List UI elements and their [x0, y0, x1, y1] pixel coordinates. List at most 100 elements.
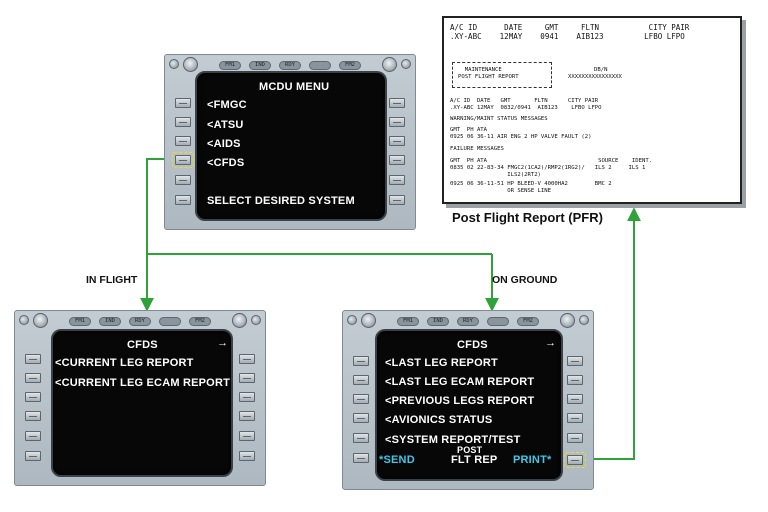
pfr-header-labels: A/C ID DATE GMT FLTN CITY PAIR	[450, 23, 690, 32]
screw-icon	[169, 59, 179, 69]
send-prompt: *SEND	[379, 454, 415, 466]
lsk-right-3[interactable]	[567, 394, 583, 404]
pfr-report-title: POST FLIGHT REPORT	[458, 74, 519, 80]
flt-rep-label: FLT REP	[451, 454, 498, 466]
lsk-right-5[interactable]	[389, 175, 405, 185]
brightness-knob-icon[interactable]	[183, 57, 198, 72]
post-label: POST	[457, 445, 483, 455]
annunciator-ind: IND	[249, 61, 271, 70]
next-page-arrow-icon: →	[545, 337, 557, 349]
lsk-left-1[interactable]	[25, 354, 41, 364]
menu-item-current-leg-ecam-report: <CURRENT LEG ECAM REPORT	[55, 377, 231, 389]
lsk-right-5[interactable]	[239, 431, 255, 441]
menu-item-avionics-status: <AVIONICS STATUS	[385, 414, 493, 426]
lsk-left-6[interactable]	[25, 451, 41, 461]
pfr-dbn-value: XXXXXXXXXXXXXXXX	[568, 74, 622, 80]
annunciator-row: FM1 IND RDY FM2	[15, 317, 265, 326]
menu-item-previous-legs-report: <PREVIOUS LEGS REPORT	[385, 395, 535, 407]
selected-key-highlight	[172, 152, 194, 168]
lsk-left-5[interactable]	[353, 433, 369, 443]
mcdu-menu-unit: FM1 IND RDY FM2 MCDU MENU <FMGC <ATSU <A…	[164, 54, 416, 230]
connector-print-to-pfr	[584, 207, 641, 460]
lsk-right-3[interactable]	[389, 136, 405, 146]
pfr-failure-line-1b: ILS2(2RT2)	[450, 172, 541, 178]
annunciator-ind: IND	[427, 317, 449, 326]
annunciator-blank	[487, 317, 509, 326]
lsk-right-1[interactable]	[239, 354, 255, 364]
pfr-warning-title: WARNING/MAINT STATUS MESSAGES	[450, 116, 548, 122]
lsk-left-1[interactable]	[175, 98, 191, 108]
menu-item-last-leg-ecam-report: <LAST LEG ECAM REPORT	[385, 376, 535, 388]
lsk-right-2[interactable]	[567, 375, 583, 385]
lsk-left-2[interactable]	[175, 117, 191, 127]
pfr-failure-line-2: 0925 06 36-11-51 HP BLEED-V 4000HA2 BMC …	[450, 181, 612, 187]
lsk-right-1[interactable]	[389, 98, 405, 108]
brightness-knob-icon[interactable]	[560, 313, 575, 328]
screw-icon	[347, 315, 357, 325]
brightness-knob-icon[interactable]	[232, 313, 247, 328]
annunciator-fm2: FM2	[189, 317, 211, 326]
lsk-right-4[interactable]	[567, 413, 583, 423]
cfds-in-flight-unit: FM1 IND RDY FM2 CFDS → <CURRENT LEG REPO…	[14, 310, 266, 486]
menu-item-atsu: <ATSU	[207, 119, 244, 131]
annunciator-ind: IND	[99, 317, 121, 326]
screw-icon	[579, 315, 589, 325]
maintenance-title-box	[452, 62, 552, 88]
lsk-left-5[interactable]	[25, 431, 41, 441]
pfr-warning-header: GMT PH ATA	[450, 127, 488, 133]
lsk-left-3[interactable]	[175, 136, 191, 146]
lsk-left-1[interactable]	[353, 356, 369, 366]
selected-key-highlight	[564, 452, 586, 468]
lsk-left-4[interactable]	[25, 411, 41, 421]
pfr-warning-line: 0925 06 36-11 AIR ENG 2 HP VALVE FAULT (…	[450, 134, 592, 140]
brightness-knob-icon[interactable]	[382, 57, 397, 72]
menu-item-last-leg-report: <LAST LEG REPORT	[385, 357, 498, 369]
on-ground-label: ON GROUND	[492, 274, 558, 286]
pfr-sub-labels: A/C ID DATE GMT FLTN CITY PAIR	[450, 98, 599, 104]
select-system-prompt: SELECT DESIRED SYSTEM	[207, 195, 355, 207]
menu-item-current-leg-report: <CURRENT LEG REPORT	[55, 357, 194, 369]
lsk-left-4[interactable]	[353, 413, 369, 423]
lsk-left-3[interactable]	[25, 392, 41, 402]
annunciator-blank	[309, 61, 331, 70]
lsk-left-3[interactable]	[353, 394, 369, 404]
menu-item-aids: <AIDS	[207, 138, 241, 150]
pfr-maintenance-label: MAINTENANCE	[458, 67, 502, 73]
lsk-right-6[interactable]	[389, 195, 405, 205]
pfr-header-values: .XY-ABC 12MAY 0941 AIB123 LFBO LFPO	[450, 32, 685, 41]
lsk-right-5[interactable]	[567, 433, 583, 443]
annunciator-rdy: RDY	[129, 317, 151, 326]
page-title: CFDS	[127, 339, 158, 351]
lsk-right-2[interactable]	[389, 117, 405, 127]
brightness-knob-icon[interactable]	[361, 313, 376, 328]
pfr-failure-line-2b: OR SENSE LINE	[450, 188, 552, 194]
connector-from-cfds-key	[146, 158, 492, 255]
annunciator-fm1: FM1	[219, 61, 241, 70]
brightness-knob-icon[interactable]	[33, 313, 48, 328]
lsk-right-3[interactable]	[239, 392, 255, 402]
screw-icon	[19, 315, 29, 325]
lsk-left-6[interactable]	[175, 195, 191, 205]
next-page-arrow-icon: →	[217, 337, 229, 349]
pfr-caption: Post Flight Report (PFR)	[452, 210, 603, 225]
lsk-right-6[interactable]	[239, 451, 255, 461]
lsk-left-5[interactable]	[175, 175, 191, 185]
annunciator-rdy: RDY	[279, 61, 301, 70]
lsk-right-6-print[interactable]	[567, 455, 583, 465]
annunciator-fm2: FM2	[339, 61, 361, 70]
lsk-right-1[interactable]	[567, 356, 583, 366]
lsk-left-2[interactable]	[25, 373, 41, 383]
mcdu-menu-screen: MCDU MENU <FMGC <ATSU <AIDS <CFDS SELECT…	[195, 71, 387, 221]
lsk-left-2[interactable]	[353, 375, 369, 385]
annunciator-row: FM1 IND RDY FM2	[343, 317, 593, 326]
annunciator-row: FM1 IND RDY FM2	[165, 61, 415, 70]
lsk-right-4[interactable]	[389, 155, 405, 165]
screw-icon	[401, 59, 411, 69]
lsk-right-4[interactable]	[239, 411, 255, 421]
lsk-left-6-send[interactable]	[353, 453, 369, 463]
lsk-right-2[interactable]	[239, 373, 255, 383]
cfds-on-ground-screen: CFDS → <LAST LEG REPORT <LAST LEG ECAM R…	[375, 329, 563, 481]
pfr-failure-header: GMT PH ATA SOURCE IDENT.	[450, 158, 653, 164]
lsk-left-4-cfds[interactable]	[175, 155, 191, 165]
annunciator-fm1: FM1	[397, 317, 419, 326]
